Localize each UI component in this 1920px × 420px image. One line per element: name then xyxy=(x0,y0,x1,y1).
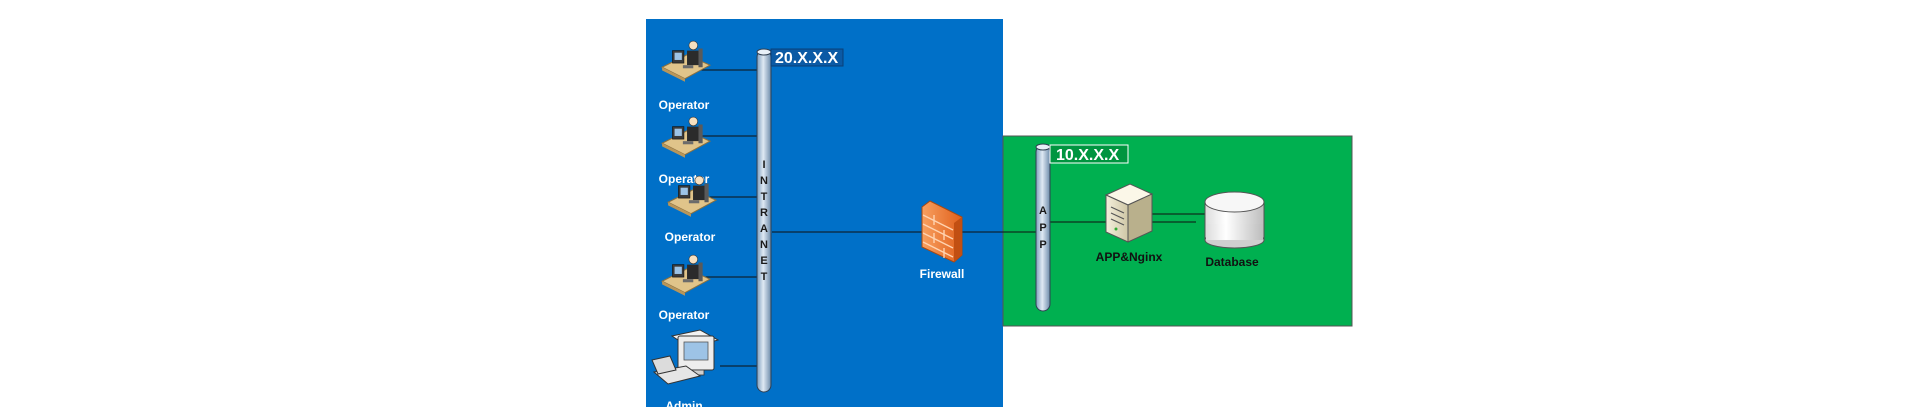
bus-letter: T xyxy=(761,191,768,203)
bus-letter: N xyxy=(760,175,768,187)
bus-letter: A xyxy=(1039,205,1047,217)
intranet-bus xyxy=(756,48,772,393)
bus-letter: N xyxy=(760,239,768,251)
bus-letter: T xyxy=(761,271,768,283)
app-server-label: APP&Nginx xyxy=(1096,250,1163,264)
operator-node[interactable]: Operator xyxy=(659,254,711,322)
database-label: Database xyxy=(1205,255,1259,269)
operator-label: Operator xyxy=(665,230,716,244)
app-bus-letters: A P P xyxy=(1039,205,1047,251)
bus-letter: I xyxy=(762,159,765,171)
operator-label: Operator xyxy=(659,308,710,322)
intranet-ip-text: 20.X.X.X xyxy=(775,50,838,67)
operator-node[interactable]: Operator xyxy=(665,175,717,244)
app-zone xyxy=(1002,135,1353,327)
admin-computer-icon xyxy=(651,329,720,385)
firewall-icon xyxy=(921,200,963,263)
database-node[interactable]: Database xyxy=(1204,191,1265,269)
app-ip-text: 10.X.X.X xyxy=(1056,147,1119,164)
bus-letter: P xyxy=(1039,222,1046,234)
firewall-node[interactable]: Firewall xyxy=(920,200,965,281)
bus-letter: R xyxy=(760,207,768,219)
admin-node[interactable]: Admin xyxy=(651,329,720,413)
bus-letter: P xyxy=(1039,239,1046,251)
intranet-ip-label: 20.X.X.X xyxy=(770,48,844,67)
bus-letter: E xyxy=(760,255,767,267)
bus-letter: A xyxy=(760,223,768,235)
operator-label: Operator xyxy=(659,98,710,112)
firewall-label: Firewall xyxy=(920,267,965,281)
app-ip-label: 10.X.X.X xyxy=(1049,144,1129,164)
operator-node[interactable]: Operator xyxy=(659,40,711,112)
database-icon xyxy=(1204,191,1265,249)
app-server-node[interactable]: APP&Nginx xyxy=(1096,183,1163,264)
server-icon xyxy=(1104,183,1154,243)
admin-label: Admin xyxy=(665,399,702,413)
intranet-bus-letters: I N T R A N E T xyxy=(760,159,768,283)
